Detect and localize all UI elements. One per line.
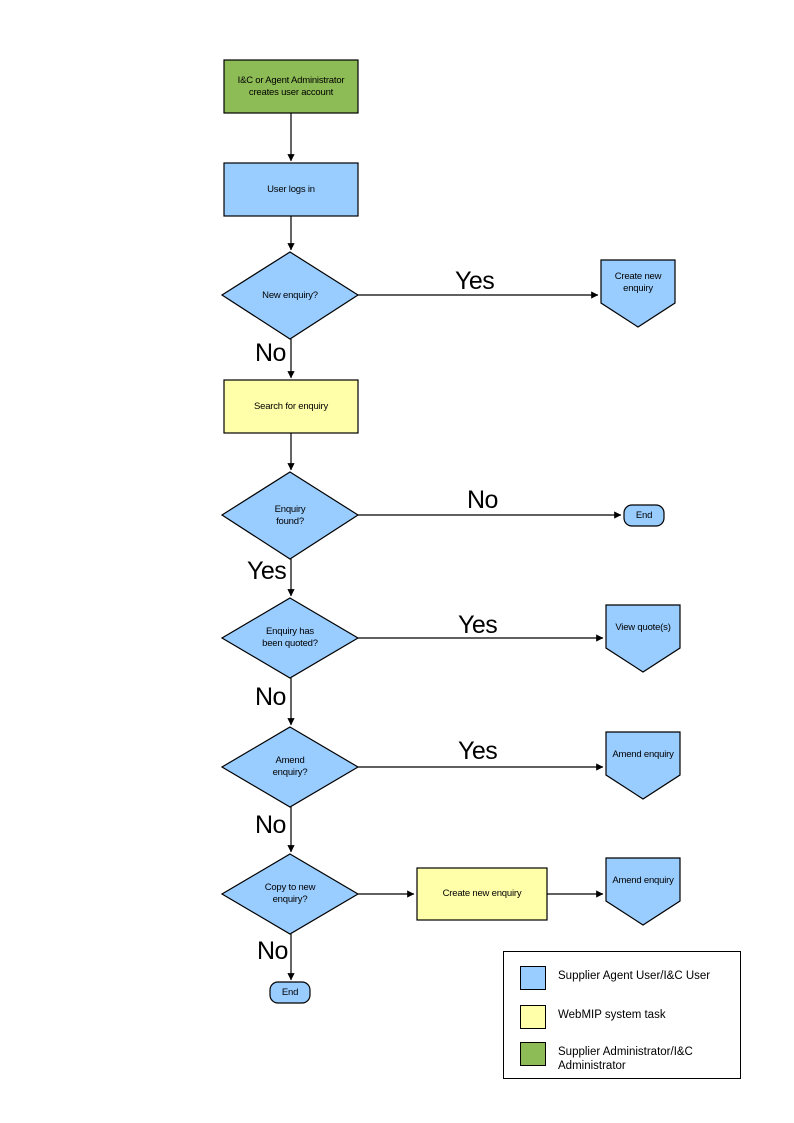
connector-group (287, 113, 622, 981)
legend: Supplier Agent User/I&C User WebMIP syst… (503, 951, 741, 1079)
edge-label-enquiry-found-yes: Yes (247, 557, 287, 585)
legend-label-supplier-agent-user: Supplier Agent User/I&C User (558, 970, 711, 982)
legend-swatch-admin-green (520, 1042, 546, 1066)
legend-swatch-user-blue (520, 966, 546, 990)
node-create-new-enquiry-bottom[interactable] (416, 867, 548, 921)
node-search-for-enquiry[interactable] (223, 379, 359, 434)
edge-label-new-enquiry-no: No (255, 339, 286, 367)
node-amend-enquiry-bottom[interactable] (605, 857, 681, 926)
edge-label-amend-no: No (255, 811, 286, 839)
node-new-enquiry-decision[interactable] (220, 251, 360, 340)
edge-label-copy-no: No (257, 937, 288, 965)
node-amend-enquiry-right[interactable] (605, 731, 681, 800)
edge-label-new-enquiry-yes: Yes (455, 267, 495, 295)
legend-label-webmip-system-task: WebMIP system task (558, 1009, 666, 1021)
node-user-logs-in[interactable] (223, 162, 359, 217)
legend-item-supplier-agent-user: Supplier Agent User/I&C User (520, 966, 710, 990)
edge-label-enquiry-found-no: No (467, 486, 498, 514)
legend-item-webmip-system-task: WebMIP system task (520, 1005, 666, 1029)
node-enquiry-found-decision[interactable] (220, 471, 360, 560)
node-enquiry-quoted-decision[interactable] (220, 597, 360, 679)
edge-label-quoted-yes: Yes (458, 611, 498, 639)
node-admin-creates-account[interactable] (223, 59, 359, 114)
node-end-node-found[interactable] (623, 504, 665, 527)
node-end-node-final[interactable] (269, 981, 311, 1004)
node-create-new-enquiry-top[interactable] (600, 259, 676, 328)
node-copy-to-new-enquiry-decision[interactable] (220, 853, 360, 935)
node-amend-enquiry-decision[interactable] (220, 726, 360, 808)
node-view-quotes[interactable] (605, 604, 681, 673)
legend-label-supplier-administrator: Supplier Administrator/I&C Administrator (558, 1046, 693, 1072)
legend-item-supplier-administrator: Supplier Administrator/I&C Administrator (520, 1042, 693, 1073)
edge-label-quoted-no: No (255, 683, 286, 711)
legend-swatch-system-yellow (520, 1005, 546, 1029)
edge-label-amend-yes: Yes (458, 737, 498, 765)
